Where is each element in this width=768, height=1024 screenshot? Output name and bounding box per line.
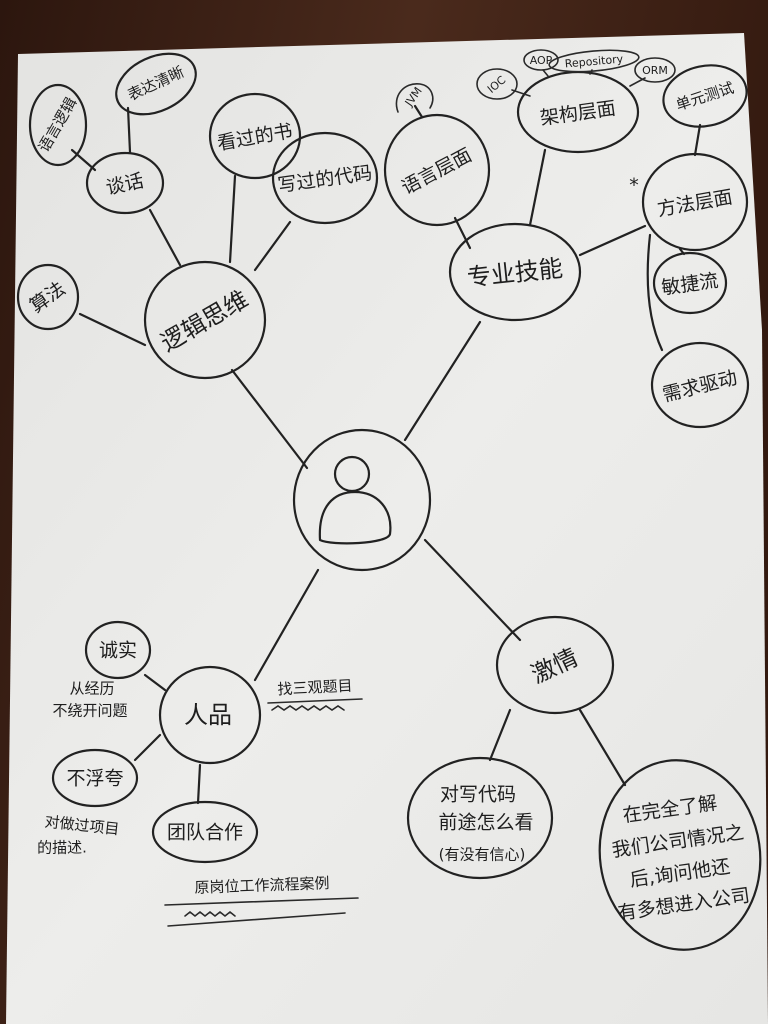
tag-repository-label: Repository <box>564 52 624 70</box>
node-join-desire <box>598 759 762 951</box>
node-talk <box>85 151 165 215</box>
branch-passion: 激情 对写代码 前途怎么看 (有没有信心) 在完全了解 我们公司情况之 后,询问… <box>406 538 762 951</box>
note-honest-1: 从经历 <box>69 680 114 698</box>
node-teamwork <box>151 800 259 864</box>
connector <box>578 224 647 257</box>
connector <box>253 568 320 682</box>
connector <box>148 208 182 267</box>
connector <box>693 123 702 157</box>
connector <box>78 312 147 347</box>
jvm-outline <box>395 83 434 113</box>
node-requirements <box>650 341 750 429</box>
tag-ioc <box>476 68 518 100</box>
connector <box>413 104 424 119</box>
connector <box>528 148 547 227</box>
zigzag <box>271 705 345 711</box>
connector <box>253 220 292 272</box>
underline <box>267 698 363 704</box>
connector <box>646 233 664 352</box>
connector <box>196 763 202 805</box>
note-worldview-questions: 找三观题目 <box>277 677 353 699</box>
tag-repository <box>548 49 640 73</box>
node-speech-logic <box>28 83 88 167</box>
career-line-2: 前途怎么看 <box>438 812 533 834</box>
node-agile <box>652 251 728 315</box>
connector <box>228 174 237 264</box>
tag-orm <box>634 57 676 83</box>
connector <box>133 733 162 762</box>
node-algorithm <box>16 263 80 331</box>
node-clear-expression <box>115 52 197 116</box>
node-modest <box>51 748 139 808</box>
node-character <box>158 665 262 765</box>
underline <box>167 912 346 927</box>
connector <box>453 216 472 250</box>
note-teamwork: 原岗位工作流程案例 <box>194 874 330 897</box>
zigzag <box>184 910 236 918</box>
connector <box>126 106 132 154</box>
center-node <box>292 428 432 572</box>
connector <box>143 673 167 692</box>
node-code <box>271 131 379 225</box>
node-character-label: 人品 <box>184 701 232 729</box>
connector <box>578 708 627 787</box>
note-modest-2: 的描述. <box>37 839 87 857</box>
tag-aop <box>523 49 559 71</box>
note-honest-2: 不绕开问题 <box>52 702 127 720</box>
node-honest <box>84 620 152 680</box>
connector <box>542 69 549 77</box>
career-line-3: (有没有信心) <box>439 846 526 864</box>
tag-aop-label: AOP <box>530 54 553 67</box>
person-icon <box>318 455 392 545</box>
tag-orm-label: ORM <box>642 64 668 77</box>
node-language <box>383 113 491 227</box>
star-mark: * <box>629 175 639 197</box>
node-career-view <box>406 756 554 880</box>
connector <box>70 148 97 172</box>
connector <box>230 368 309 470</box>
node-unit-test <box>662 64 748 128</box>
node-modest-label: 不浮夸 <box>66 768 123 790</box>
node-passion <box>495 615 615 715</box>
center-circle <box>292 428 432 572</box>
connector <box>403 320 482 442</box>
career-line-1: 对写代码 <box>440 784 516 806</box>
node-teamwork-label: 团队合作 <box>167 822 243 844</box>
node-logic <box>143 260 267 380</box>
branch-character: 人品 找三观题目 诚实 从经历 不绕开问题 不浮夸 对做过项目 的描述. 团队合… <box>37 568 363 927</box>
node-honest-label: 诚实 <box>99 640 137 662</box>
underline <box>164 897 359 906</box>
node-books <box>208 92 302 180</box>
connector <box>488 708 512 762</box>
paper <box>6 33 768 1024</box>
connector <box>423 538 522 642</box>
node-skills <box>448 222 582 322</box>
